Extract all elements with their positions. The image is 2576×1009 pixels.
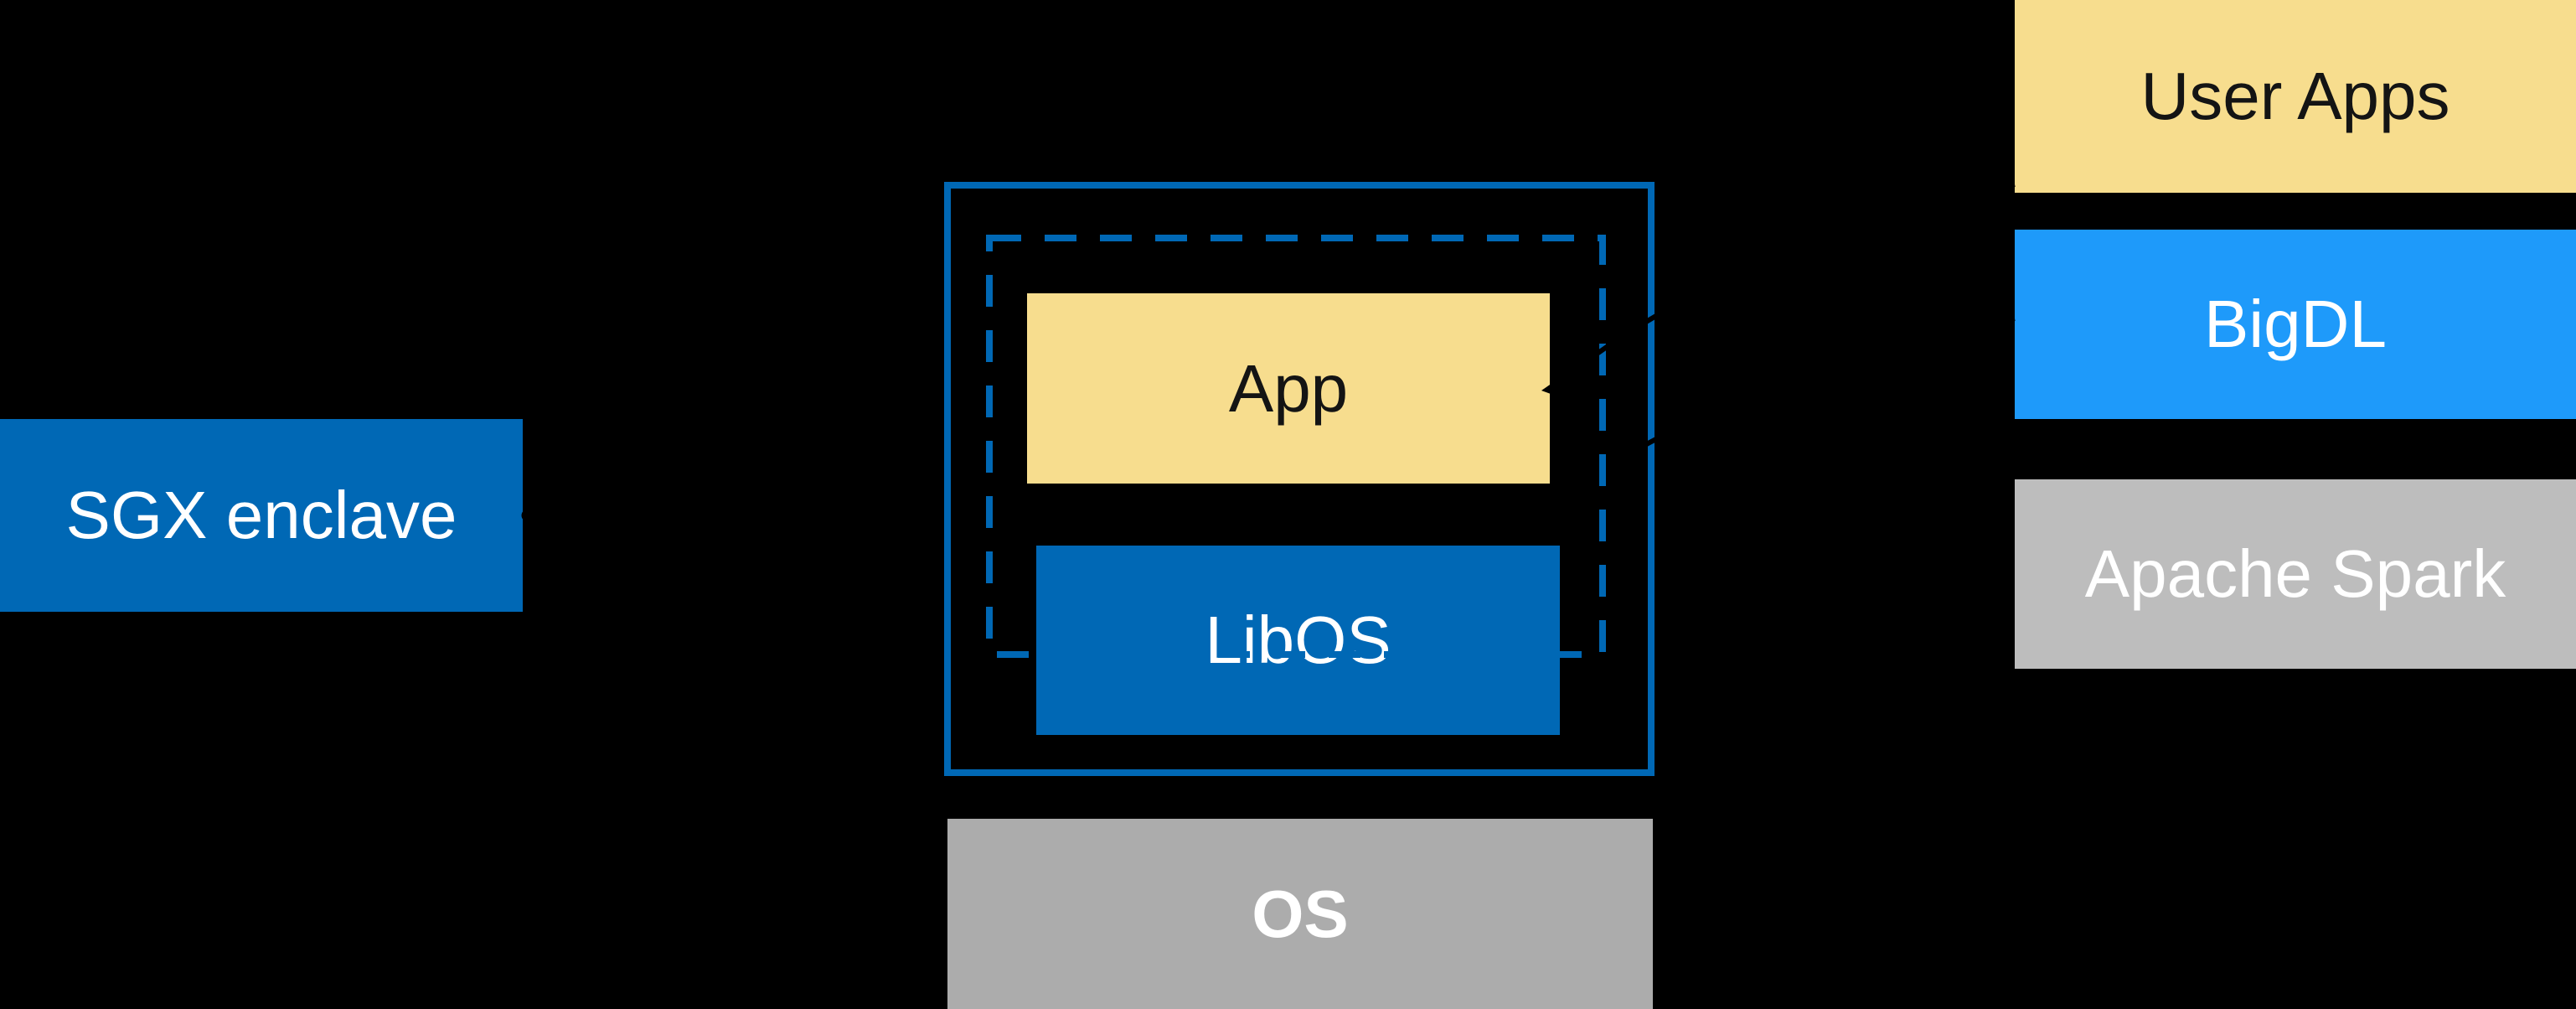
arrow-user-apps-to-app: [1555, 182, 2016, 387]
sgx-enclave-box: SGX enclave: [0, 419, 523, 612]
apache-spark-label: Apache Spark: [2084, 536, 2506, 611]
bigdl-label: BigDL: [2204, 287, 2387, 361]
user-apps-box: User Apps: [2015, 0, 2576, 193]
apache-spark-box: Apache Spark: [2015, 479, 2576, 669]
libos-box: LibOS: [1036, 546, 1560, 735]
connector-dot-sgx: [521, 509, 534, 522]
arrow-bigdl-to-enclave: [1612, 316, 2016, 465]
bigdl-box: BigDL: [2015, 230, 2576, 419]
sgx-enclave-label: SGX enclave: [65, 478, 457, 552]
arrowhead-enclave: [1613, 451, 1634, 472]
os-box: OS: [947, 819, 1653, 1009]
libos-label: LibOS: [1205, 603, 1391, 677]
app-label: App: [1228, 350, 1349, 426]
os-label: OS: [1252, 876, 1349, 951]
user-apps-label: User Apps: [2140, 59, 2450, 133]
app-box: App: [1027, 293, 1550, 484]
